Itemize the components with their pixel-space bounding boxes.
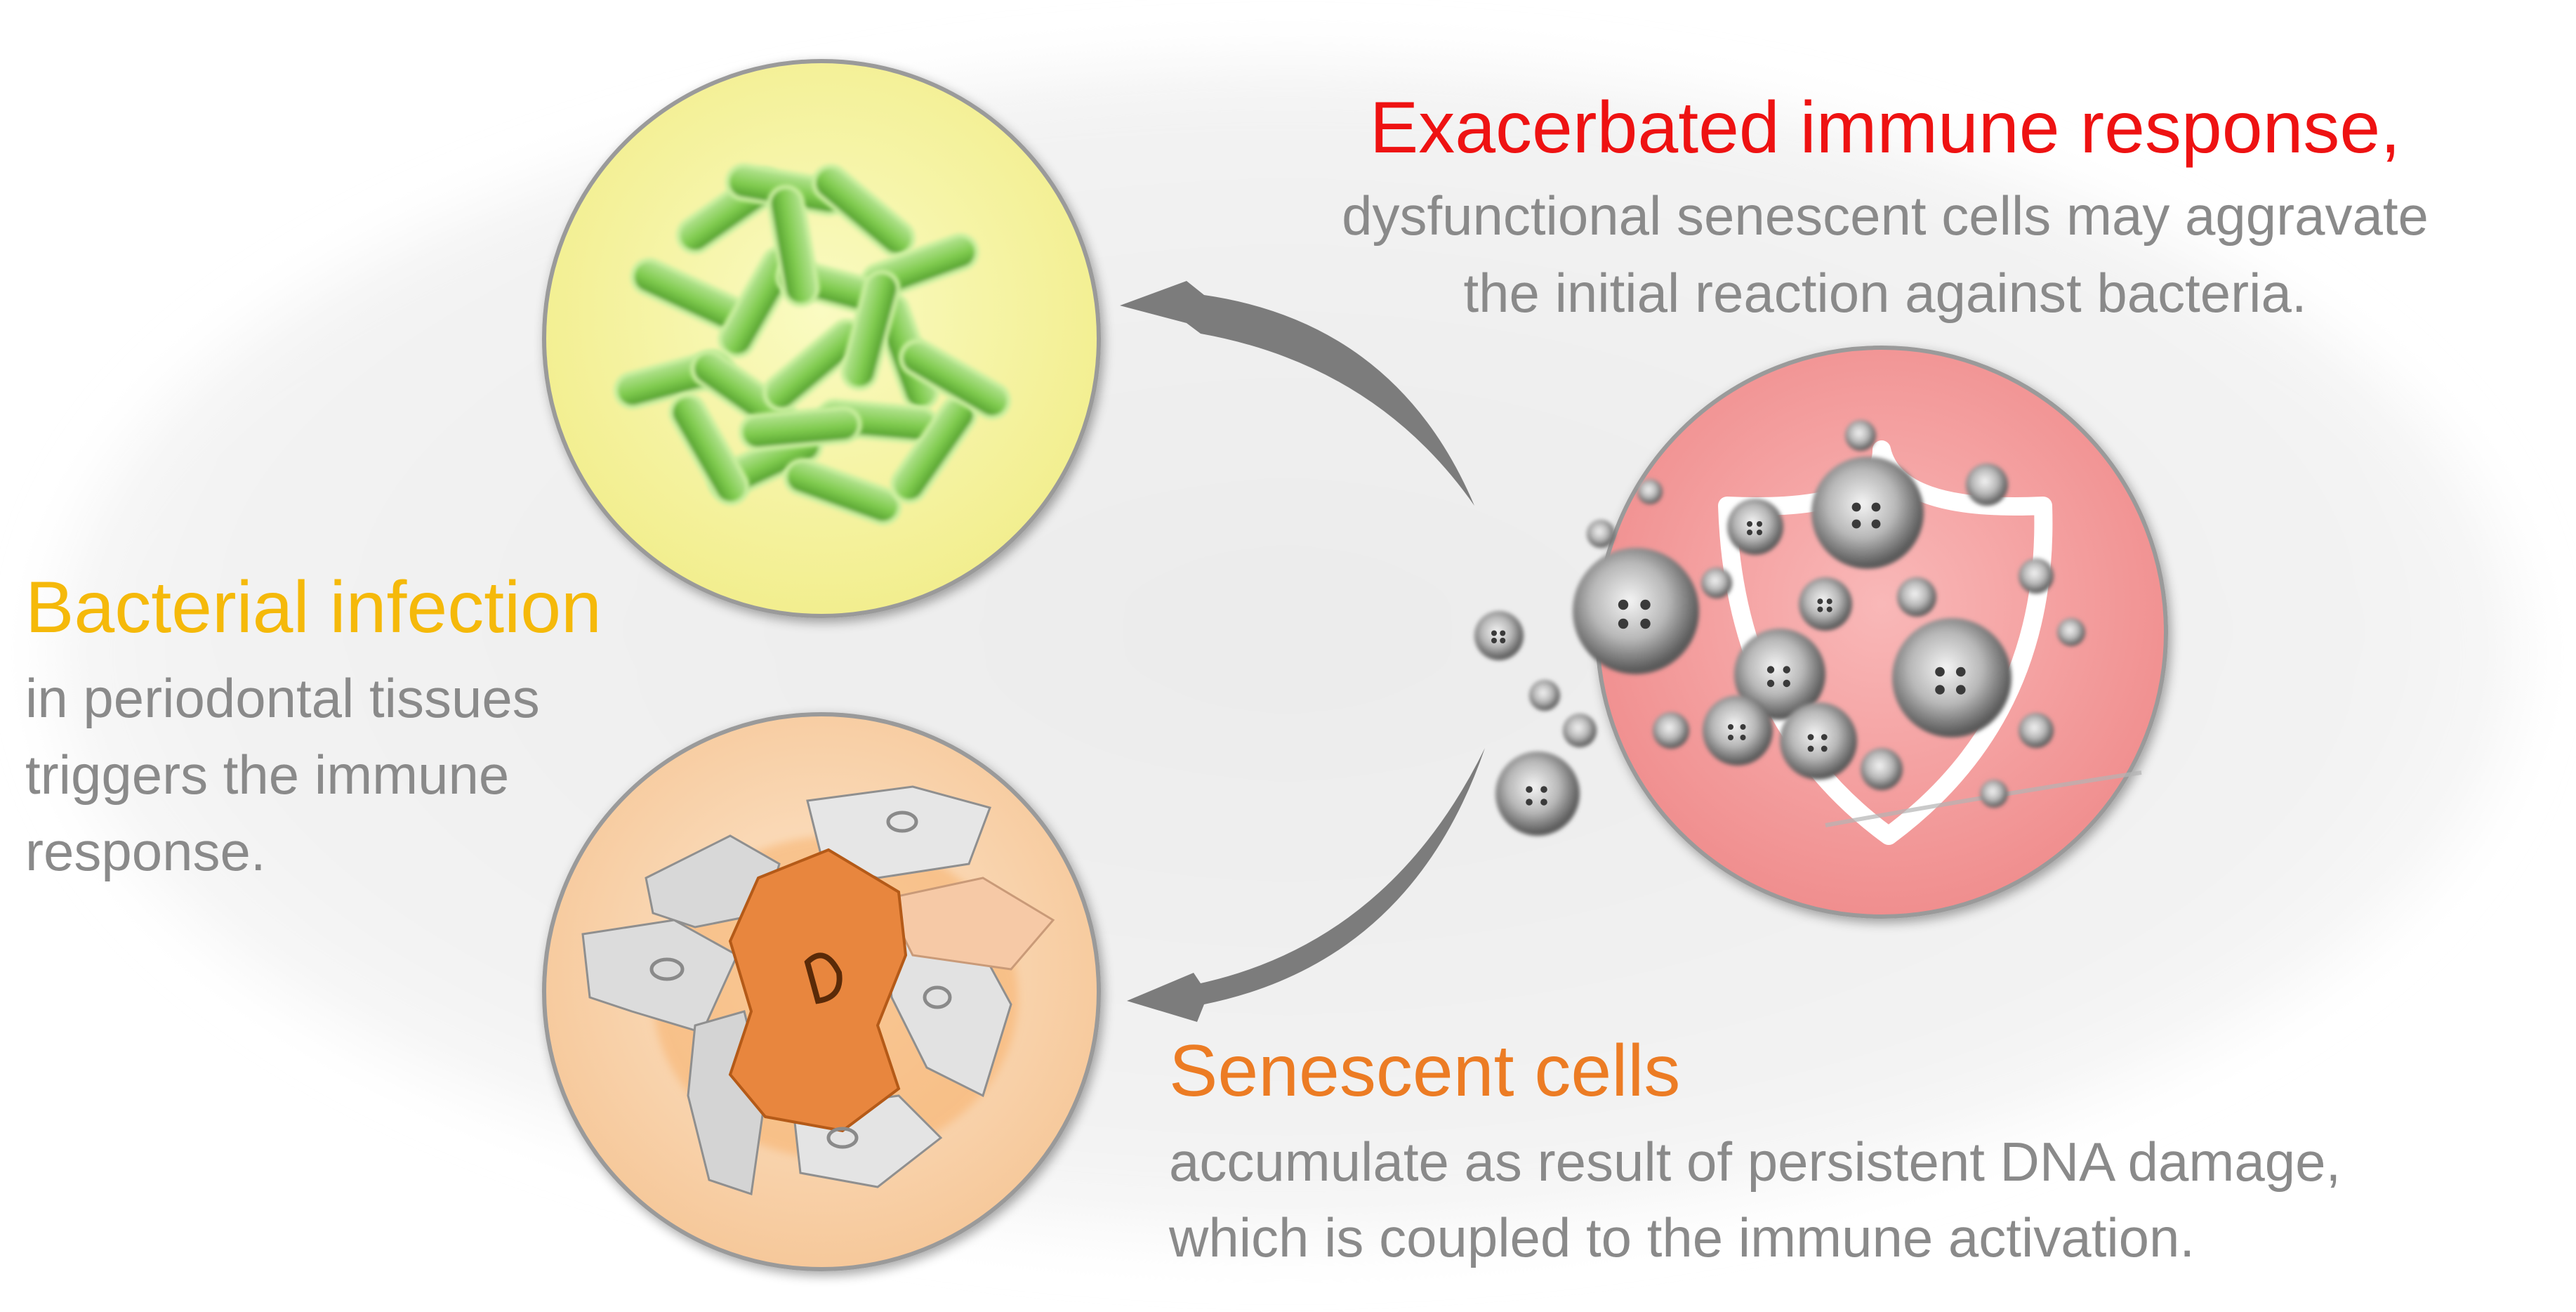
cell-granule bbox=[1935, 667, 1945, 677]
immune-cell bbox=[1573, 548, 1699, 674]
exacerbated-description-line2: the initial reaction against bacteria. bbox=[1463, 262, 2307, 324]
bacterium bbox=[840, 270, 901, 391]
immune-cell bbox=[1845, 420, 1876, 451]
cell-granule bbox=[1540, 786, 1547, 793]
rod-bacteria-icon bbox=[614, 163, 1011, 525]
cell-granule bbox=[1817, 598, 1823, 605]
cell-granule bbox=[1757, 530, 1762, 535]
bacterial-description-line3: response. bbox=[25, 820, 266, 882]
immune-cell bbox=[2057, 618, 2085, 646]
cell-granule bbox=[1955, 685, 1966, 695]
cell-granule bbox=[1540, 799, 1547, 806]
cell-granule bbox=[1766, 666, 1775, 674]
immune-cell bbox=[1703, 695, 1773, 766]
immune-cell bbox=[1701, 568, 1732, 598]
bacterium bbox=[899, 339, 1011, 420]
immune-cell bbox=[1966, 464, 2008, 506]
immune-cell bbox=[2019, 713, 2054, 748]
immune-cell bbox=[1587, 520, 1615, 548]
cell-granule bbox=[1821, 734, 1828, 740]
cell-granule bbox=[1807, 745, 1814, 752]
cell-granule bbox=[1618, 618, 1629, 629]
bacterium bbox=[812, 164, 916, 258]
immune-cell bbox=[1563, 714, 1597, 747]
senescent-cell-icon bbox=[581, 785, 1055, 1195]
immune-cell bbox=[1861, 748, 1903, 790]
immune-cell bbox=[1799, 577, 1852, 631]
pale-orange-cell bbox=[883, 877, 1055, 971]
cell-granule bbox=[1783, 679, 1790, 688]
cell-granule bbox=[1740, 724, 1746, 730]
immune-cell bbox=[1495, 752, 1580, 836]
cell-granule bbox=[1618, 599, 1629, 610]
bacterium bbox=[739, 405, 862, 452]
arrow-to-bacteria bbox=[1120, 281, 1474, 506]
cell-granule bbox=[1740, 735, 1746, 740]
cell-granule bbox=[1807, 734, 1814, 740]
cell-granule bbox=[1783, 666, 1790, 674]
cell-granule bbox=[1500, 638, 1506, 643]
bacterial-description-line1: in periodontal tissues bbox=[25, 667, 540, 729]
immune-cell-icon bbox=[1474, 420, 2085, 836]
cell-granule bbox=[1728, 724, 1733, 730]
cell-granule bbox=[1826, 606, 1832, 612]
exacerbated-title: Exacerbated immune response, bbox=[1369, 87, 2401, 169]
cell-granule bbox=[1766, 679, 1775, 688]
immune-cell bbox=[1980, 780, 2008, 808]
bacterium bbox=[783, 458, 902, 525]
immune-cell bbox=[2019, 558, 2054, 593]
curved-arrow-icon bbox=[1120, 281, 1485, 1022]
bacterial-title: Bacterial infection bbox=[25, 567, 602, 648]
cell-granule bbox=[1821, 745, 1828, 752]
immune-cell bbox=[1529, 680, 1560, 711]
exacerbated-description-line1: dysfunctional senescent cells may aggrav… bbox=[1342, 185, 2429, 247]
cell-granule bbox=[1935, 685, 1945, 695]
cell-granule bbox=[1955, 667, 1966, 677]
cell-granule bbox=[1526, 786, 1533, 793]
cell-granule bbox=[1851, 519, 1861, 529]
arrow-to-senescent bbox=[1127, 748, 1485, 1022]
cell-granule bbox=[1817, 606, 1823, 612]
cell-granule bbox=[1826, 598, 1832, 605]
cell-granule bbox=[1871, 519, 1881, 529]
immune-cell bbox=[1653, 712, 1689, 749]
cell-granule bbox=[1491, 630, 1497, 636]
immune-cell bbox=[1637, 479, 1663, 504]
cell-granule bbox=[1851, 502, 1861, 512]
cell-granule bbox=[1728, 735, 1733, 740]
immune-cell bbox=[1474, 611, 1524, 660]
bacterial-description-line2: triggers the immune bbox=[25, 744, 510, 806]
cell-granule bbox=[1526, 799, 1533, 806]
senescent-title: Senescent cells bbox=[1169, 1030, 1681, 1112]
bacterium bbox=[767, 184, 820, 308]
immune-cell bbox=[1727, 499, 1783, 555]
cell-granule bbox=[1640, 599, 1651, 610]
cell-granule bbox=[1491, 638, 1497, 643]
senescent-description-line2: which is coupled to the immune activatio… bbox=[1169, 1207, 2195, 1268]
immune-cell bbox=[1892, 618, 2012, 737]
cell-granule bbox=[1871, 502, 1881, 512]
cell-nucleus bbox=[804, 952, 843, 1004]
cell-granule bbox=[1747, 530, 1752, 535]
immune-cell bbox=[1897, 577, 1936, 617]
immune-cell bbox=[1780, 702, 1857, 780]
cell-granule bbox=[1747, 521, 1752, 527]
cell-granule bbox=[1640, 618, 1651, 629]
immune-cell bbox=[1734, 629, 1825, 720]
immune-cell bbox=[1811, 457, 1924, 569]
senescent-description-line1: accumulate as result of persistent DNA d… bbox=[1169, 1131, 2341, 1193]
cell-granule bbox=[1757, 521, 1762, 527]
bacterium bbox=[668, 393, 750, 506]
cell-granule bbox=[1500, 630, 1506, 636]
